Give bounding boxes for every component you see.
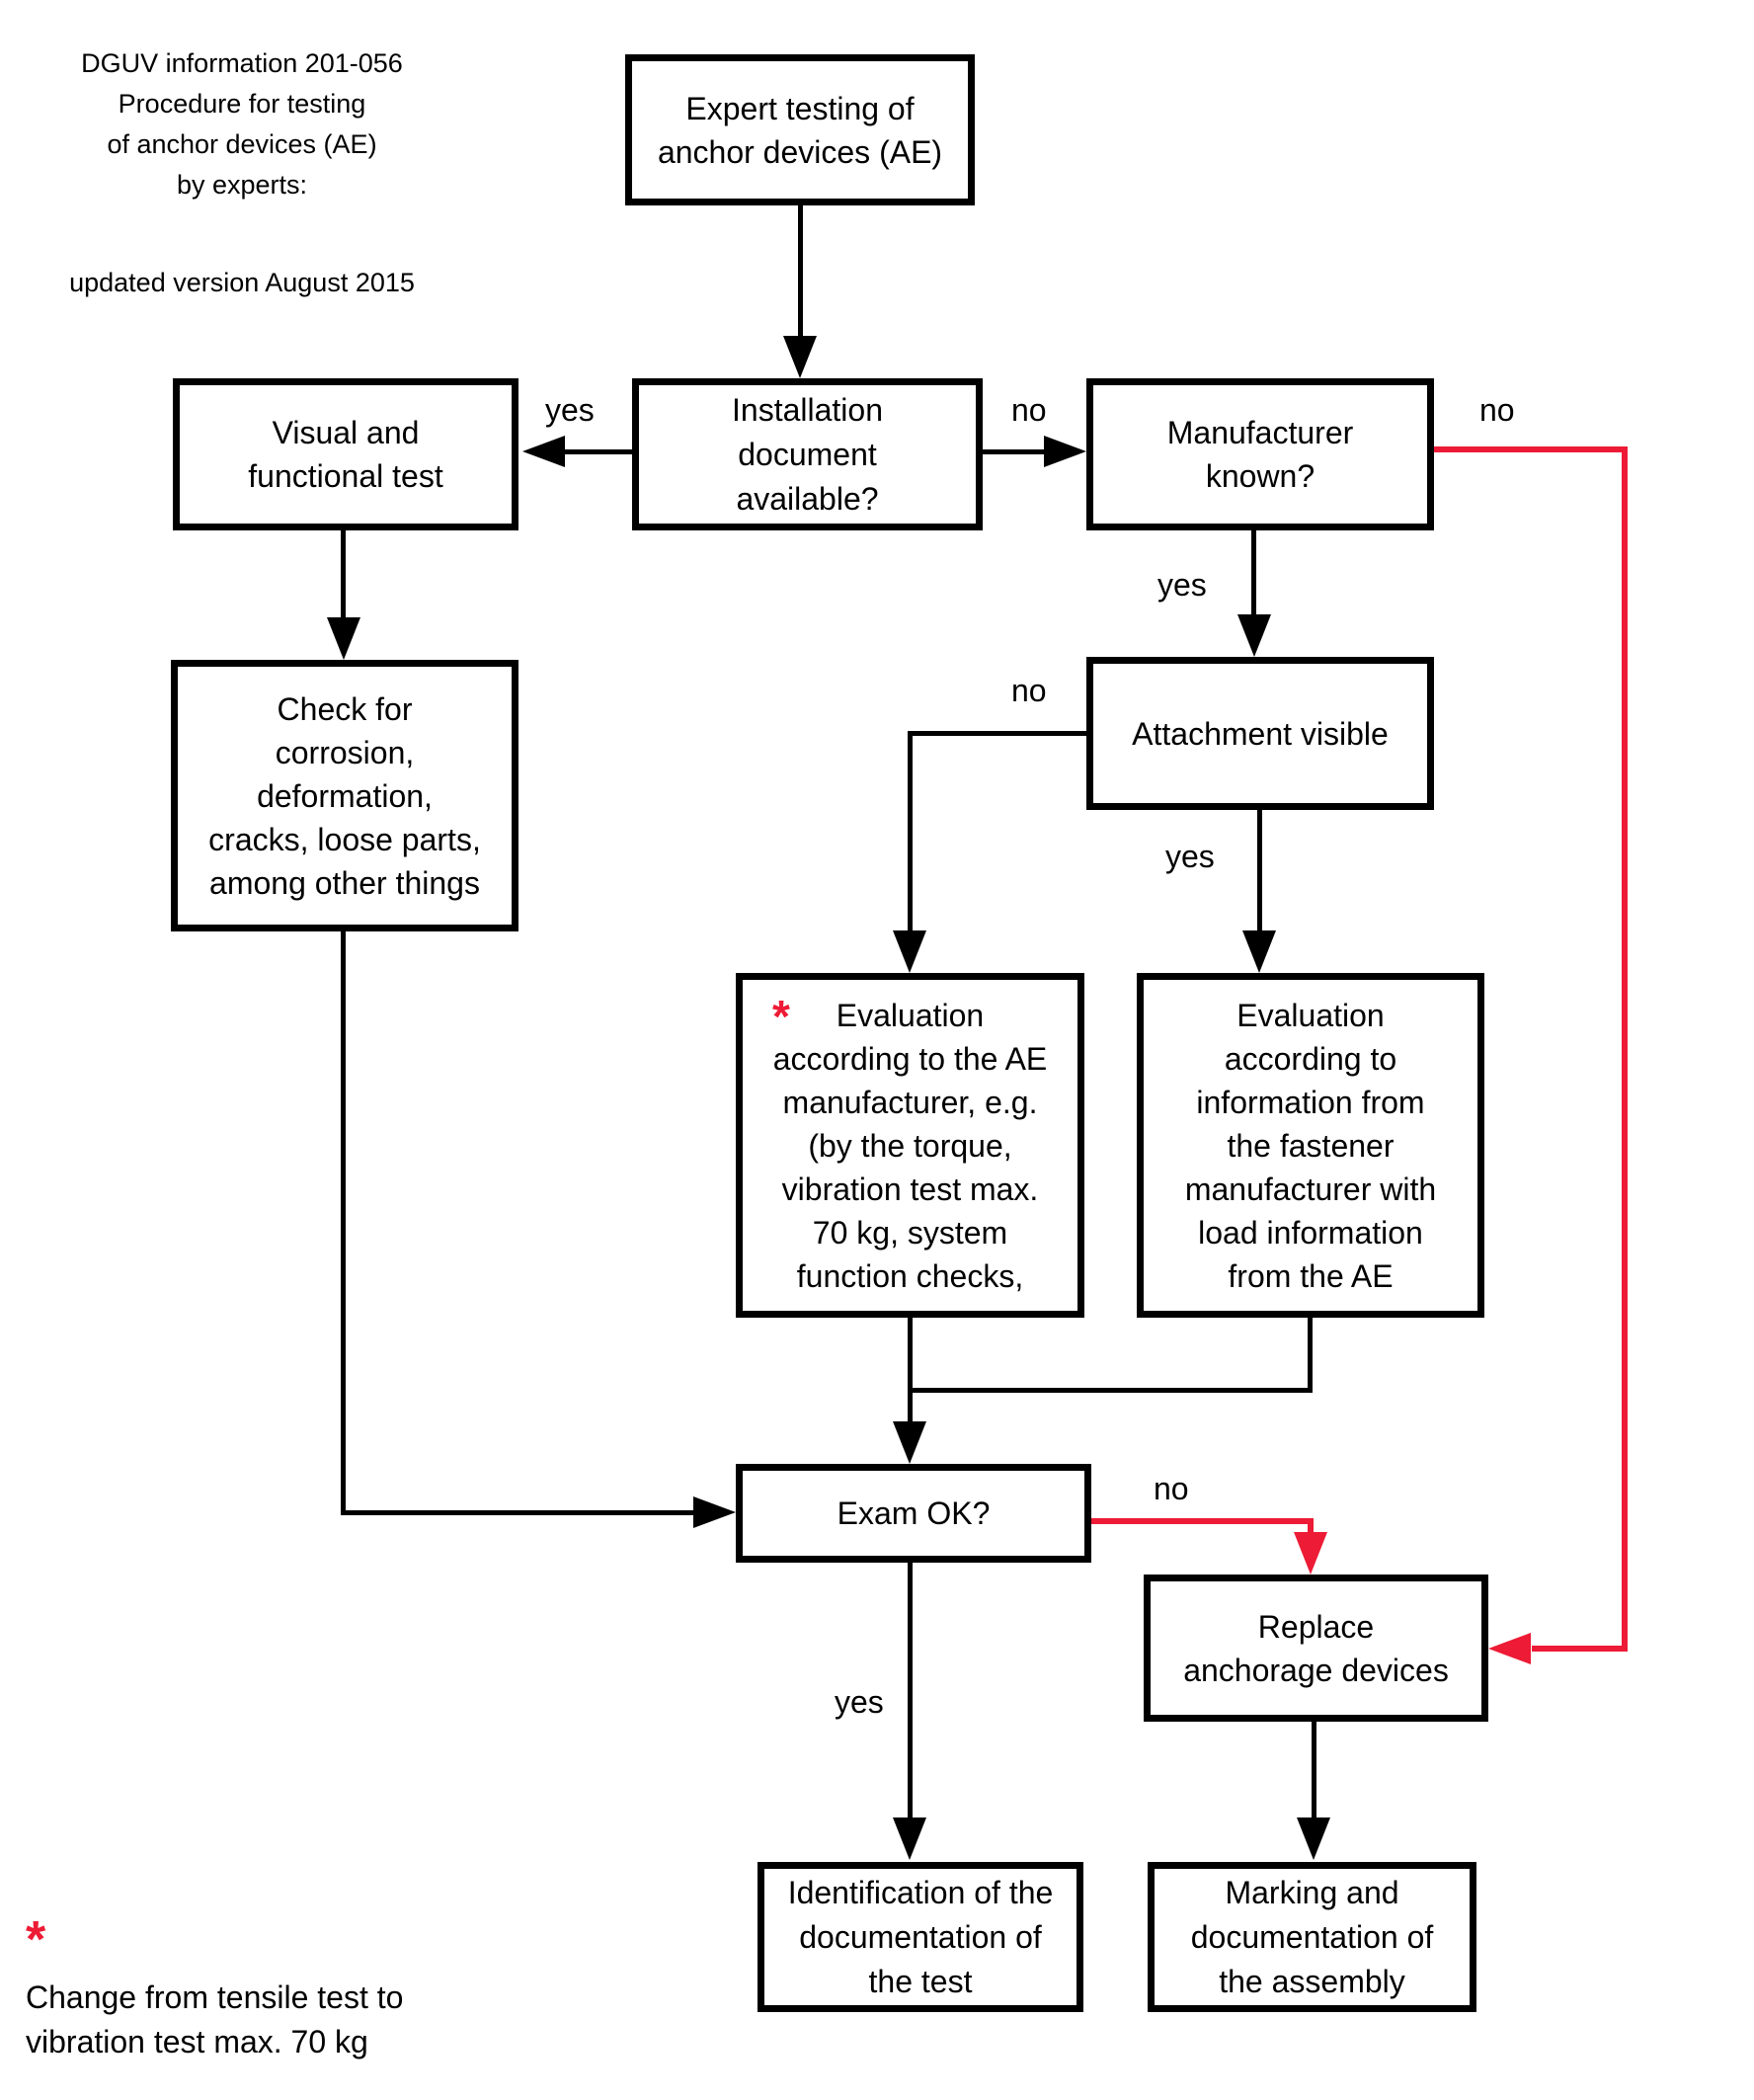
node-identification-documentation: Identification of the documentation of t…	[757, 1862, 1083, 2012]
edge-installation-to-manufacturer	[983, 449, 1047, 454]
arrowhead-attachment-to-evaluation-fastener	[1242, 930, 1276, 973]
arrowhead-check-to-exam	[693, 1496, 736, 1528]
node-exam-ok: Exam OK?	[736, 1464, 1091, 1563]
arrowhead-manufacturer-no-to-replace	[1488, 1633, 1531, 1664]
edge-attachment-no-vertical	[908, 731, 913, 933]
node-manufacturer-known: Manufacturer known?	[1086, 378, 1434, 530]
footnote-text: Change from tensile test to vibration te…	[26, 1979, 404, 2060]
edge-exam-no-vertical	[1308, 1518, 1314, 1534]
diagram-title: DGUV information 201-056 Procedure for t…	[81, 48, 403, 200]
arrowhead-installation-to-manufacturer	[1044, 436, 1086, 467]
edge-evaluation-fastener-down	[1308, 1318, 1313, 1393]
node-evaluation-fastener-manufacturer: Evaluation according to information from…	[1137, 973, 1484, 1318]
node-expert-testing: Expert testing of anchor devices (AE)	[625, 54, 975, 205]
edge-check-to-exam	[341, 1510, 696, 1515]
edge-visual-to-check	[341, 530, 346, 620]
label-manufacturer-no: no	[1479, 392, 1515, 428]
node-check-corrosion: Check for corrosion, deformation, cracks…	[171, 660, 518, 931]
arrowhead-replace-to-marking	[1297, 1817, 1330, 1860]
edge-manufacturer-no-vertical	[1622, 446, 1628, 1652]
edge-manufacturer-no-horizontal	[1434, 446, 1628, 452]
diagram-version: updated version August 2015	[69, 268, 415, 297]
label-attachment-no: no	[1011, 673, 1047, 708]
label-installation-yes: yes	[545, 392, 595, 428]
arrowhead-visual-to-check	[327, 617, 360, 660]
node-installation-document: Installation document available?	[632, 378, 983, 530]
evaluation-ae-text: Evaluation according to the AE manufactu…	[772, 997, 1048, 1294]
arrowhead-merge-to-exam	[893, 1421, 926, 1464]
edge-installation-to-visual	[563, 449, 632, 454]
node-replace-anchorage-devices: Replace anchorage devices	[1144, 1575, 1488, 1722]
edge-attachment-no-horizontal	[910, 731, 1086, 736]
arrowhead-manufacturer-to-attachment	[1237, 614, 1271, 657]
footnote-asterisk: *	[26, 1911, 46, 1969]
label-exam-yes: yes	[835, 1684, 884, 1720]
label-manufacturer-yes: yes	[1157, 567, 1207, 603]
label-installation-no: no	[1011, 392, 1047, 428]
edge-merge-to-exam	[908, 1388, 913, 1424]
node-marking-documentation: Marking and documentation of the assembl…	[1148, 1862, 1476, 2012]
label-exam-no: no	[1154, 1471, 1189, 1506]
edge-attachment-to-evaluation-fastener	[1257, 810, 1262, 933]
edge-evaluation-merge	[908, 1388, 1313, 1393]
label-attachment-yes: yes	[1165, 839, 1215, 874]
edge-replace-to-marking	[1312, 1722, 1316, 1820]
arrowhead-attachment-to-evaluation-ae	[893, 930, 926, 973]
node-visual-functional-test: Visual and functional test	[173, 378, 518, 530]
arrowhead-exam-to-identification	[893, 1817, 926, 1860]
edge-check-down	[341, 931, 346, 1515]
edge-exam-no-horizontal	[1091, 1518, 1314, 1524]
arrowhead-exam-no-to-replace	[1294, 1532, 1327, 1575]
edge-exam-to-identification	[908, 1563, 913, 1820]
arrowhead-expert-to-installation	[783, 336, 817, 378]
evaluation-ae-asterisk: *	[772, 991, 790, 1042]
edge-evaluation-ae-down	[908, 1318, 913, 1393]
node-attachment-visible: Attachment visible	[1086, 657, 1434, 810]
edge-expert-to-installation	[798, 205, 803, 341]
node-evaluation-ae-manufacturer: * Evaluation according to the AE manufac…	[736, 973, 1084, 1318]
arrowhead-installation-to-visual	[522, 436, 565, 467]
edge-manufacturer-to-attachment	[1251, 530, 1256, 617]
edge-manufacturer-no-to-replace	[1532, 1646, 1628, 1652]
